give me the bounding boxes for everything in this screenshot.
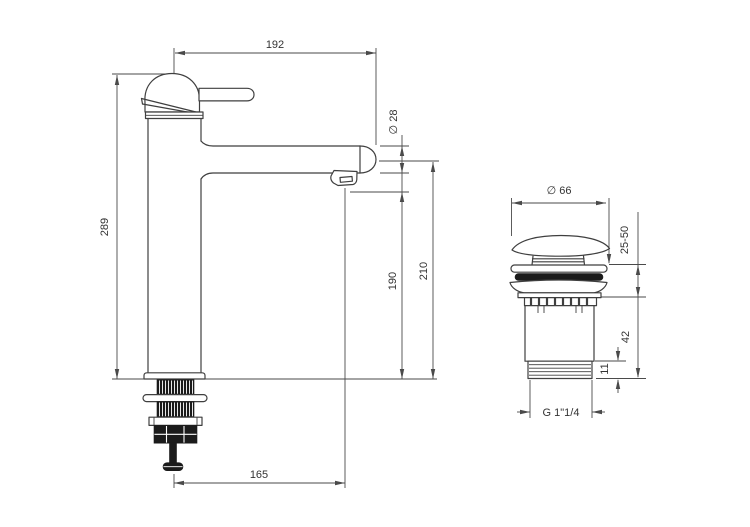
- drain-body: [509, 234, 611, 380]
- dim-spout-diameter-label: ∅ 28: [388, 110, 400, 135]
- dim-spout-reach-label: 192: [266, 39, 284, 51]
- spout-bottom: [200, 172, 361, 180]
- bell-flange: [509, 279, 608, 294]
- dim-spout-centre-height-label: 210: [418, 262, 430, 280]
- flange-band: [517, 292, 602, 299]
- horseshoe-washer: [148, 416, 203, 427]
- base-flange: [143, 372, 206, 380]
- pull-rod: [169, 442, 177, 464]
- lever-handle: [198, 87, 255, 102]
- dim-body-height-label: 42: [620, 331, 632, 343]
- drain-dimension-lines: [511, 198, 646, 418]
- aerator: [330, 169, 358, 187]
- faucet-dimension-lines: [112, 48, 439, 488]
- spout-top: [200, 140, 361, 147]
- spout-end-cap: [359, 145, 377, 174]
- dim-thread-size-label: G 1"1/4: [543, 407, 580, 419]
- dim-cap-diameter-label: ∅ 66: [547, 185, 572, 197]
- faucet-view: 192 289 ∅ 28 190 210 165: [99, 39, 439, 488]
- dim-cap-adjustment-label: 25-50: [619, 226, 631, 254]
- clicker-cap: [511, 234, 611, 257]
- dim-overall-height-label: 289: [99, 218, 111, 236]
- faucet-dimension-arrows: [114, 50, 436, 486]
- castellated-ring: [523, 297, 598, 307]
- flange-plate: [510, 264, 608, 273]
- dim-outlet-height-label: 190: [387, 272, 399, 290]
- drain-dimension-arrows: [512, 200, 641, 415]
- drain-view: ∅ 66 25-50 42 11 G 1"1/4: [509, 185, 646, 419]
- thread-section: [527, 360, 593, 380]
- waste-body: [524, 305, 595, 362]
- faucet-body: [140, 72, 377, 380]
- cap-stem: [531, 255, 586, 266]
- dim-rod-to-outlet-label: 165: [250, 469, 268, 481]
- dim-thread-length-label: 11: [599, 363, 611, 374]
- fixing-washer: [142, 394, 208, 403]
- faucet-under-counter: [142, 379, 208, 472]
